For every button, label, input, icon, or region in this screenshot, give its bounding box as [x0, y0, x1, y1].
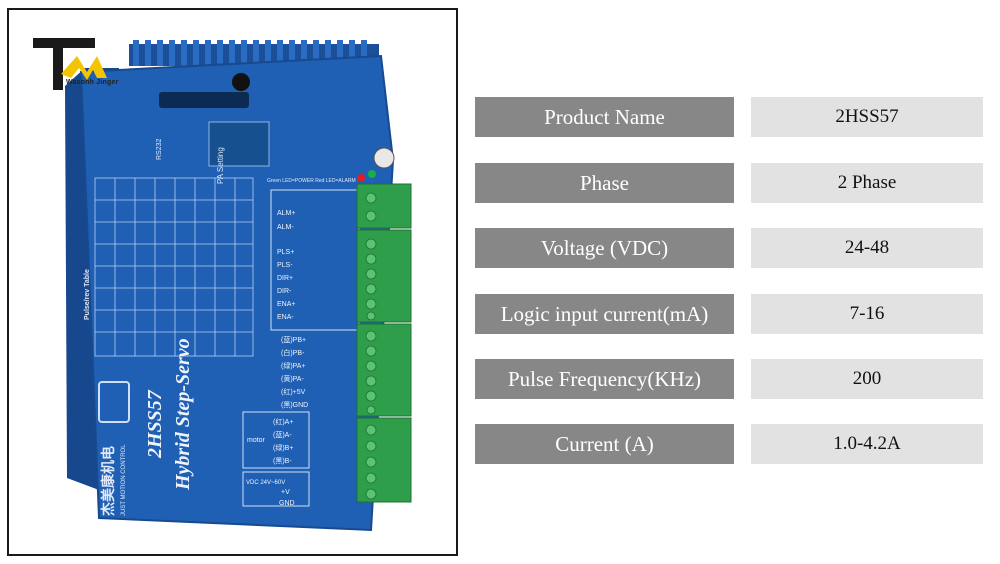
- power-label: VDC 24V~60V: [246, 480, 285, 486]
- heatsink-fins: [129, 40, 379, 66]
- brand-badge-icon: [98, 381, 130, 423]
- pin-label: (白)PB-: [281, 348, 305, 357]
- encoder-pin-labels: (蓝)PB+ (白)PB- (绿)PA+ (黄)PA- (红)+5V (黑)GN…: [281, 335, 308, 409]
- model-text: 2HSS57: [144, 389, 166, 459]
- alarm-led-icon: [357, 174, 365, 182]
- tm-logo-icon: [33, 38, 107, 90]
- alarm-pin-labels: ALM+ ALM-: [277, 210, 295, 231]
- spec-value: 200: [751, 359, 983, 399]
- pin-label: (黑)B-: [273, 457, 292, 465]
- pulse-rev-table: [94, 177, 254, 357]
- connector-marker-icon: [373, 147, 395, 169]
- spec-label: Logic input current(mA): [475, 294, 734, 334]
- spec-value: 2HSS57: [751, 97, 983, 137]
- dip-switch-block: [208, 121, 270, 167]
- pin-label: ALM+: [277, 210, 295, 217]
- spec-label: Voltage (VDC): [475, 228, 734, 268]
- spec-row: Product Name 2HSS57: [475, 97, 983, 137]
- power-led-icon: [368, 170, 376, 178]
- rs232-label: RS232: [156, 138, 163, 160]
- pin-label: (黑)GND: [281, 401, 308, 409]
- product-photo-frame: 杰美康机电 JUST MOTION CONTROL 2HSS57 Hybrid …: [7, 8, 458, 556]
- pin-label: (红)A+: [273, 417, 293, 426]
- pin-label: GND: [279, 500, 295, 507]
- led-note: Green LED=POWER Red LED=ALARM: [267, 178, 356, 184]
- pin-label: PLS+: [277, 249, 294, 256]
- motor-wiring-box: [242, 411, 310, 469]
- spec-label: Current (A): [475, 424, 734, 464]
- spec-value: 7-16: [751, 294, 983, 334]
- rs232-port: [159, 92, 249, 108]
- logo-subtext: Wasonh Jinger: [66, 79, 119, 86]
- pin-label: (红)+5V: [281, 387, 306, 396]
- pin-label: ENA-: [277, 314, 294, 321]
- motor-label: motor: [247, 437, 266, 444]
- brand-en-text: JUST MOTION CONTROL: [121, 444, 127, 516]
- power-wiring-box: [242, 471, 310, 507]
- spec-label: Pulse Frequency(KHz): [475, 359, 734, 399]
- pin-label: ALM-: [277, 224, 294, 231]
- spec-row: Logic input current(mA) 7-16: [475, 294, 983, 334]
- pin-label: DIR-: [277, 288, 292, 295]
- pin-label: PLS-: [277, 262, 293, 269]
- driver-photo: 杰美康机电 JUST MOTION CONTROL 2HSS57 Hybrid …: [65, 40, 412, 532]
- spec-row: Voltage (VDC) 24-48: [475, 228, 983, 268]
- pin-label: (绿)B+: [273, 443, 293, 452]
- motor-pin-labels: (红)A+ (蓝)A- (绿)B+ (黑)B-: [273, 417, 293, 465]
- adjust-knob: [232, 73, 250, 91]
- pin-label: (蓝)A-: [273, 430, 292, 439]
- terminal-blocks: [356, 183, 412, 503]
- spec-label: Phase: [475, 163, 734, 203]
- spec-label: Product Name: [475, 97, 734, 137]
- pin-label: (黄)PA-: [281, 374, 304, 383]
- pin-label: (蓝)PB+: [281, 335, 306, 344]
- spec-row: Pulse Frequency(KHz) 200: [475, 359, 983, 399]
- pin-label: DIR+: [277, 275, 293, 282]
- product-type-text: Hybrid Step-Servo: [172, 338, 194, 491]
- pin-label: (绿)PA+: [281, 361, 306, 370]
- signal-pin-labels: PLS+ PLS- DIR+ DIR- ENA+ ENA-: [277, 249, 295, 321]
- spec-row: Phase 2 Phase: [475, 163, 983, 203]
- spec-value: 1.0-4.2A: [751, 424, 983, 464]
- spec-value: 24-48: [751, 228, 983, 268]
- spec-row: Current (A) 1.0-4.2A: [475, 424, 983, 464]
- brand-cn-text: 杰美康机电: [100, 446, 116, 516]
- pin-label: +V: [281, 489, 290, 496]
- spec-value: 2 Phase: [751, 163, 983, 203]
- pulse-table-title: Pulse/rev Table: [84, 269, 91, 320]
- pin-label: ENA+: [277, 301, 295, 308]
- pa-setting-label: PA Setting: [216, 147, 225, 184]
